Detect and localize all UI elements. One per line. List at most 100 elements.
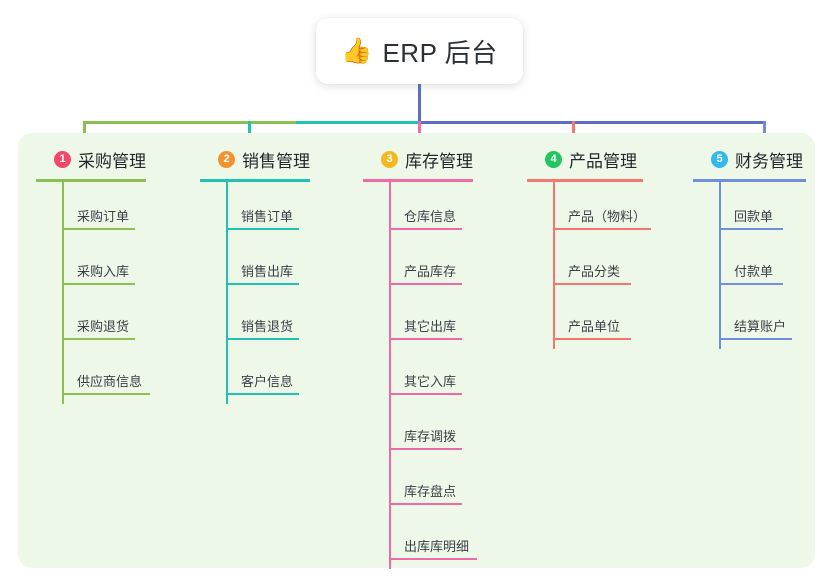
branch-leaves-5: 回款单付款单结算账户 xyxy=(693,182,806,349)
leaf-item-rule xyxy=(389,503,462,505)
leaf-item[interactable]: 出库库明细 xyxy=(363,512,477,567)
leaf-item-rule xyxy=(62,338,135,340)
leaf-item[interactable]: 库存调拨 xyxy=(363,402,473,457)
leaf-item-label: 客户信息 xyxy=(241,374,294,389)
branch-header-rule-1 xyxy=(36,179,146,182)
leaf-item[interactable]: 采购订单 xyxy=(36,182,146,237)
leaf-item-rule xyxy=(62,283,135,285)
leaf-item[interactable]: 其它入库 xyxy=(363,347,473,402)
leaf-item[interactable]: 付款单 xyxy=(693,237,806,292)
leaf-item-label: 销售出库 xyxy=(241,264,294,279)
root-node[interactable]: 👍 ERP 后台 xyxy=(316,18,523,84)
leaf-item-label: 出库库明细 xyxy=(404,539,470,554)
bus-segment-teal xyxy=(296,121,420,124)
branch-header-rule-3 xyxy=(363,179,473,182)
branch-column-5: 5 财务管理回款单付款单结算账户 xyxy=(693,147,806,349)
branch-spine-3 xyxy=(389,182,391,569)
branch-badge-5: 5 xyxy=(711,150,728,168)
leaf-item[interactable]: 产品（物料） xyxy=(527,182,651,237)
leaf-item-label: 采购订单 xyxy=(77,209,130,224)
leaf-item[interactable]: 销售退货 xyxy=(200,292,310,347)
leaf-item[interactable]: 供应商信息 xyxy=(36,347,150,402)
branch-column-3: 3 库存管理仓库信息产品库存其它出库其它入库库存调拨库存盘点出库库明细 xyxy=(363,147,477,569)
branch-header-rule-2 xyxy=(200,179,310,182)
leaf-item-label: 其它入库 xyxy=(404,374,457,389)
leaf-item[interactable]: 采购退货 xyxy=(36,292,146,347)
leaf-item[interactable]: 其它出库 xyxy=(363,292,473,347)
branch-column-2: 2 销售管理销售订单销售出库销售退货客户信息 xyxy=(200,147,310,404)
leaf-item-label: 仓库信息 xyxy=(404,209,457,224)
leaf-item-rule xyxy=(226,393,299,395)
branch-title-5: 财务管理 xyxy=(735,151,803,171)
leaf-item-label: 产品单位 xyxy=(568,319,621,334)
branches-panel xyxy=(18,133,815,568)
leaf-item-rule xyxy=(226,228,299,230)
leaf-item-rule xyxy=(553,338,631,340)
branch-header-2[interactable]: 2 销售管理 xyxy=(200,147,310,171)
leaf-item[interactable]: 销售订单 xyxy=(200,182,310,237)
leaf-item-rule xyxy=(62,228,135,230)
branch-header-rule-5 xyxy=(693,179,806,182)
branch-spine-4 xyxy=(553,182,555,349)
leaf-item-rule xyxy=(719,228,783,230)
bus-segment-green xyxy=(83,121,296,124)
leaf-item-label: 产品分类 xyxy=(568,264,621,279)
branch-leaves-4: 产品（物料） 产品分类产品单位 xyxy=(527,182,651,349)
branch-header-4[interactable]: 4 产品管理 xyxy=(527,147,643,171)
leaf-item-label: 销售退货 xyxy=(241,319,294,334)
branch-header-rule-4 xyxy=(527,179,643,182)
branch-title-1: 采购管理 xyxy=(78,151,146,171)
branch-badge-2: 2 xyxy=(218,150,235,168)
leaf-item-rule xyxy=(389,393,462,395)
leaf-item-label: 供应商信息 xyxy=(77,374,143,389)
leaf-item-rule xyxy=(553,283,631,285)
leaf-item-rule xyxy=(389,228,462,230)
leaf-item[interactable]: 回款单 xyxy=(693,182,806,237)
leaf-item-label: 产品库存 xyxy=(404,264,457,279)
branch-header-1[interactable]: 1 采购管理 xyxy=(36,147,146,171)
branch-leaves-3: 仓库信息产品库存其它出库其它入库库存调拨库存盘点出库库明细 xyxy=(363,182,477,569)
leaf-item-label: 销售订单 xyxy=(241,209,294,224)
branch-spine-2 xyxy=(226,182,228,404)
leaf-item-label: 结算账户 xyxy=(734,319,787,334)
leaf-item[interactable]: 结算账户 xyxy=(693,292,806,347)
leaf-item-label: 其它出库 xyxy=(404,319,457,334)
leaf-item-rule xyxy=(389,283,462,285)
leaf-item-label: 库存调拨 xyxy=(404,429,457,444)
branch-badge-4: 4 xyxy=(545,150,562,168)
leaf-item-label: 库存盘点 xyxy=(404,484,457,499)
branch-header-3[interactable]: 3 库存管理 xyxy=(363,147,473,171)
leaf-item-rule xyxy=(389,338,462,340)
branch-column-4: 4 产品管理产品（物料） 产品分类产品单位 xyxy=(527,147,651,349)
leaf-item-rule xyxy=(226,283,299,285)
leaf-item-rule xyxy=(719,283,783,285)
leaf-item-rule xyxy=(389,558,477,560)
branch-title-3: 库存管理 xyxy=(405,151,473,171)
leaf-item-rule xyxy=(719,338,792,340)
branch-badge-1: 1 xyxy=(54,150,71,168)
leaf-item[interactable]: 产品库存 xyxy=(363,237,473,292)
bus-segment-blue xyxy=(420,121,765,124)
leaf-item-rule xyxy=(553,228,651,230)
branch-spine-1 xyxy=(62,182,64,404)
thumbs-up-icon: 👍 xyxy=(341,36,373,65)
branch-leaves-1: 采购订单采购入库采购退货供应商信息 xyxy=(36,182,150,404)
leaf-item-label: 回款单 xyxy=(734,209,774,224)
leaf-item[interactable]: 仓库信息 xyxy=(363,182,473,237)
root-node-label: ERP 后台 xyxy=(382,37,498,68)
branch-column-1: 1 采购管理采购订单采购入库采购退货供应商信息 xyxy=(36,147,150,404)
leaf-item[interactable]: 客户信息 xyxy=(200,347,310,402)
leaf-item[interactable]: 采购入库 xyxy=(36,237,146,292)
branch-header-5[interactable]: 5 财务管理 xyxy=(693,147,806,171)
leaf-item-rule xyxy=(226,338,299,340)
leaf-item-label: 采购退货 xyxy=(77,319,130,334)
leaf-item-rule xyxy=(62,393,150,395)
leaf-item[interactable]: 产品分类 xyxy=(527,237,643,292)
branch-title-2: 销售管理 xyxy=(242,151,310,171)
leaf-item[interactable]: 产品单位 xyxy=(527,292,643,347)
leaf-item[interactable]: 库存盘点 xyxy=(363,457,473,512)
branch-title-4: 产品管理 xyxy=(569,151,637,171)
leaf-item[interactable]: 销售出库 xyxy=(200,237,310,292)
branch-badge-3: 3 xyxy=(381,150,398,168)
